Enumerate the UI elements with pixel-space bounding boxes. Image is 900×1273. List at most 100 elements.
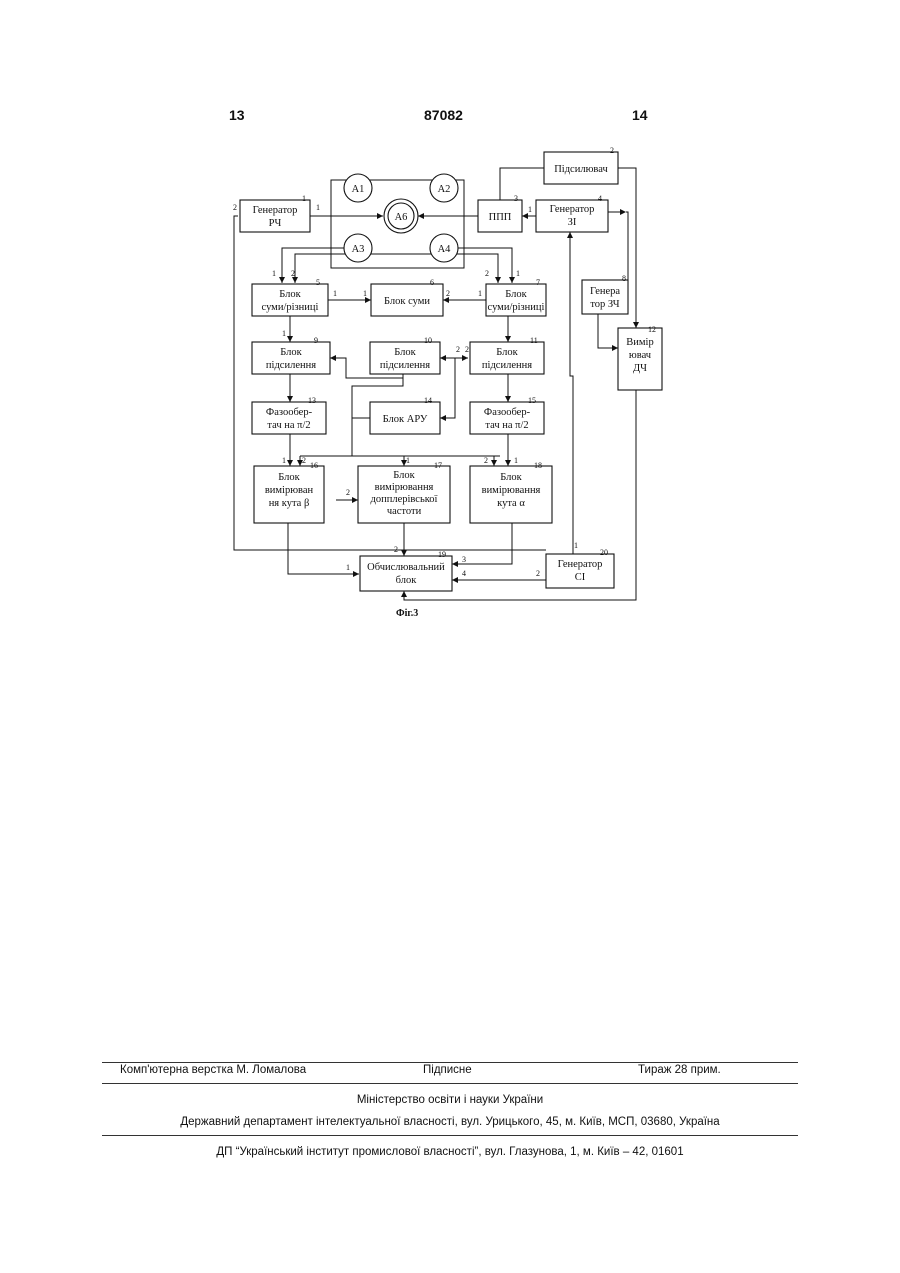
block-15-line-2: тач на π/2 xyxy=(485,420,528,431)
footer-rule-bottom xyxy=(102,1135,798,1136)
block-12-line-3: ДЧ xyxy=(633,363,647,374)
block-number-19: 19 xyxy=(438,550,446,559)
port-label: 2 xyxy=(291,269,295,278)
block-9-line-2: підсилення xyxy=(266,360,316,371)
block-number-16: 16 xyxy=(310,461,318,470)
footer-imprint-row: Комп'ютерна верстка М. Ломалова Підписне… xyxy=(102,1064,798,1080)
block-number-8: 8 xyxy=(622,274,626,283)
department-line: Державний департамент інтелектуальної вл… xyxy=(102,1116,798,1128)
port-label: 1 xyxy=(528,205,532,214)
block-number-1: 1 xyxy=(302,194,306,203)
block-17-line-4: частоти xyxy=(387,506,422,517)
block-12-line-2: ювач xyxy=(629,350,652,361)
block-18-line-2: вимірювання xyxy=(482,485,541,496)
block-14-line-1: Блок АРУ xyxy=(383,414,428,425)
footer-rule-middle xyxy=(102,1083,798,1084)
block-number-3: 3 xyxy=(514,194,518,203)
block-20-line-2: СІ xyxy=(575,572,586,583)
port-label: 1 xyxy=(363,289,367,298)
block-10-line-2: підсилення xyxy=(380,360,430,371)
page-number-left: 13 xyxy=(229,107,245,123)
antenna-a6-label: А6 xyxy=(395,212,408,223)
block-number-2: 2 xyxy=(610,146,614,155)
block-number-9: 9 xyxy=(314,336,318,345)
block-diagram: Генератор РЧ Підсилювач ППП Генератор ЗІ… xyxy=(218,138,668,623)
block-number-4: 4 xyxy=(598,194,602,203)
port-label: 4 xyxy=(462,569,466,578)
typesetting-credit: Комп'ютерна верстка М. Ломалова xyxy=(120,1064,306,1076)
port-label: 2 xyxy=(446,289,450,298)
block-11-line-1: Блок xyxy=(496,347,518,358)
antenna-a1-label: А1 xyxy=(352,184,365,195)
port-label: 3 xyxy=(462,555,466,564)
block-16-line-1: Блок xyxy=(278,472,300,483)
block-12-line-1: Вимір xyxy=(626,337,653,348)
block-number-14: 14 xyxy=(424,396,432,405)
block-4-line-1: Генератор xyxy=(550,204,595,215)
block-13-line-2: тач на π/2 xyxy=(267,420,310,431)
port-label: 2 xyxy=(485,269,489,278)
page-number-right: 14 xyxy=(632,107,648,123)
port-label: 1 xyxy=(333,289,337,298)
block-17-line-3: допплерівської xyxy=(371,494,438,505)
port-label: 2 xyxy=(465,345,469,354)
port-label: 1 xyxy=(282,329,286,338)
antennas: А1 А2 А3 А4 А6 xyxy=(344,174,458,262)
block-number-7: 7 xyxy=(536,278,540,287)
block-1-line-2: РЧ xyxy=(269,218,282,229)
port-label: 2 xyxy=(346,488,350,497)
block-15-line-1: Фазообер- xyxy=(484,407,531,418)
block-number-11: 11 xyxy=(530,336,538,345)
block-20-line-1: Генератор xyxy=(558,559,603,570)
port-label: 1 xyxy=(406,456,410,465)
ministry-line: Міністерство освіти і науки України xyxy=(102,1094,798,1106)
port-label: 1 xyxy=(478,289,482,298)
circulation-label: Тираж 28 прим. xyxy=(638,1064,721,1076)
block-18-line-1: Блок xyxy=(500,472,522,483)
block-5-line-1: Блок xyxy=(279,289,301,300)
port-label: 2 xyxy=(233,203,237,212)
block-number-15: 15 xyxy=(528,396,536,405)
port-label: 1 xyxy=(514,456,518,465)
signed-label: Підписне xyxy=(423,1064,472,1076)
port-label: 2 xyxy=(394,545,398,554)
block-5-line-2: суми/різниці xyxy=(262,302,319,313)
port-label: 1 xyxy=(574,541,578,550)
block-16-line-3: ня кута β xyxy=(269,498,310,509)
block-number-12: 12 xyxy=(648,325,656,334)
port-label: 2 xyxy=(456,345,460,354)
block-1-line-1: Генератор xyxy=(253,205,298,216)
block-number-6: 6 xyxy=(430,278,434,287)
port-label: 1 xyxy=(346,563,350,572)
port-label: 1 xyxy=(272,269,276,278)
block-4-line-2: ЗІ xyxy=(568,217,577,228)
footer-rule-top xyxy=(102,1062,798,1063)
block-2-line-1: Підсилювач xyxy=(554,164,608,175)
block-16-line-2: вимірюван xyxy=(265,485,314,496)
antenna-a2-label: А2 xyxy=(438,184,451,195)
port-label: 1 xyxy=(516,269,520,278)
block-number-5: 5 xyxy=(316,278,320,287)
port-label: 2 xyxy=(536,569,540,578)
antenna-a3-label: А3 xyxy=(352,244,365,255)
block-6-line-1: Блок суми xyxy=(384,296,430,307)
block-8-line-1: Генера xyxy=(590,286,620,297)
block-9-line-1: Блок xyxy=(280,347,302,358)
patent-number: 87082 xyxy=(424,107,463,123)
block-19-line-1: Обчислювальний xyxy=(367,562,445,573)
block-3-line-1: ППП xyxy=(489,212,512,223)
port-label: 1 xyxy=(282,456,286,465)
block-19-line-2: блок xyxy=(396,575,418,586)
block-number-18: 18 xyxy=(534,461,542,470)
block-8-line-2: тор ЗЧ xyxy=(590,299,619,310)
port-label: 1 xyxy=(316,203,320,212)
connections xyxy=(234,168,636,600)
block-7-line-2: суми/різниці xyxy=(488,302,545,313)
port-label: 2 xyxy=(484,456,488,465)
institute-line: ДП “Український інститут промислової вла… xyxy=(102,1146,798,1158)
block-number-13: 13 xyxy=(308,396,316,405)
block-number-17: 17 xyxy=(434,461,442,470)
port-label: 2 xyxy=(302,456,306,465)
block-18-line-3: кута α xyxy=(497,498,525,509)
blocks: Генератор РЧ Підсилювач ППП Генератор ЗІ… xyxy=(240,152,662,591)
